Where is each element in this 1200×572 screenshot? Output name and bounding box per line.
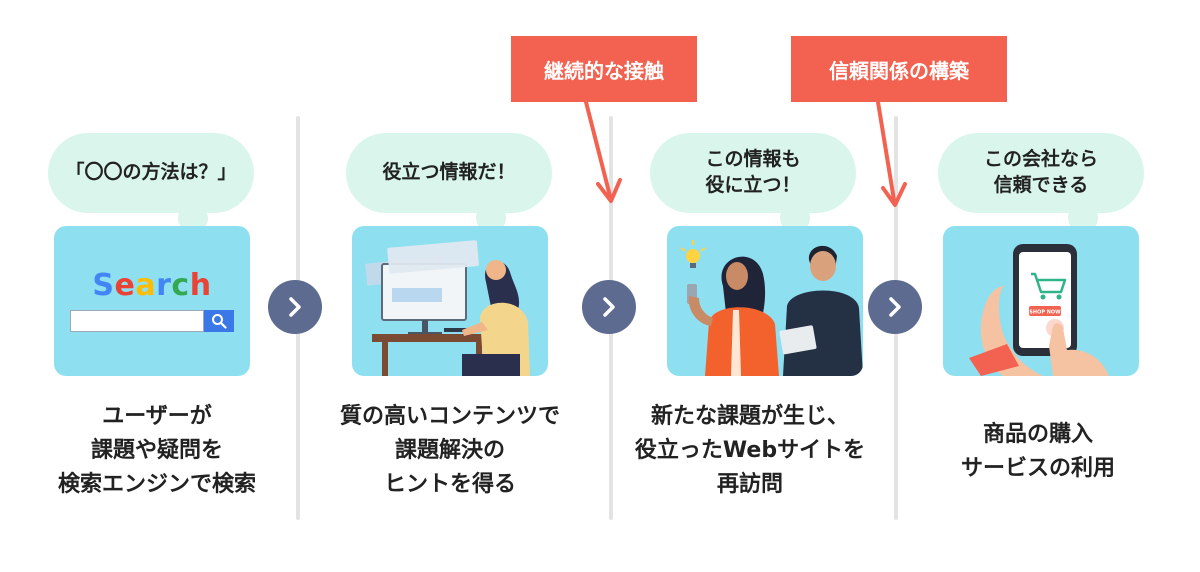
caption-step1: ユーザーが 課題や疑問を 検索エンジンで検索 — [57, 404, 256, 498]
two-people-illustration — [680, 240, 863, 376]
chevron-right-icon — [889, 297, 901, 317]
cart-icon — [1031, 272, 1067, 300]
next-button-2 — [582, 280, 636, 334]
caption-step2: 質の高いコンテンツで 課題解決の ヒントを得る — [339, 404, 560, 498]
lightbulb-icon — [680, 240, 706, 268]
card-step3 — [667, 226, 863, 376]
caption-step3: 新たな課題が生じ、 役立ったWebサイトを 再訪問 — [634, 404, 866, 498]
bubble-step4: この会社なら 信頼できる — [938, 133, 1144, 213]
tag-continuous-contact: 継続的な接触 — [511, 36, 697, 102]
shop-now-label: SHOP NOW — [1029, 310, 1061, 316]
chevron-right-icon — [289, 297, 301, 317]
chevron-right-icon — [603, 297, 615, 317]
phone-shopping-illustration: SHOP NOW — [969, 244, 1109, 376]
person-at-desk-illustration — [365, 240, 530, 376]
card-step2 — [352, 226, 548, 376]
bubble-step3: この情報も 役に立つ！ — [650, 133, 856, 213]
tag-label: 継続的な接触 — [544, 58, 664, 83]
next-button-1 — [268, 280, 322, 334]
bubble-step1: 「〇〇の方法は？」 — [48, 133, 254, 213]
search-button — [204, 310, 234, 332]
card-step4: SHOP NOW — [943, 226, 1139, 376]
caption-step4: 商品の購入 サービスの利用 — [960, 422, 1115, 482]
search-field — [70, 310, 204, 332]
arrow-to-step4 — [876, 100, 907, 207]
next-button-3 — [868, 280, 922, 334]
card-step1: Search — [54, 226, 250, 376]
bubble-step2: 役立つ情報だ！ — [346, 133, 552, 213]
arrow-to-step3 — [584, 100, 622, 203]
search-icon — [212, 314, 227, 329]
search-logo: Search — [92, 268, 212, 303]
tag-trust-building: 信頼関係の構築 — [791, 36, 1007, 102]
tag-label: 信頼関係の構築 — [829, 58, 969, 83]
